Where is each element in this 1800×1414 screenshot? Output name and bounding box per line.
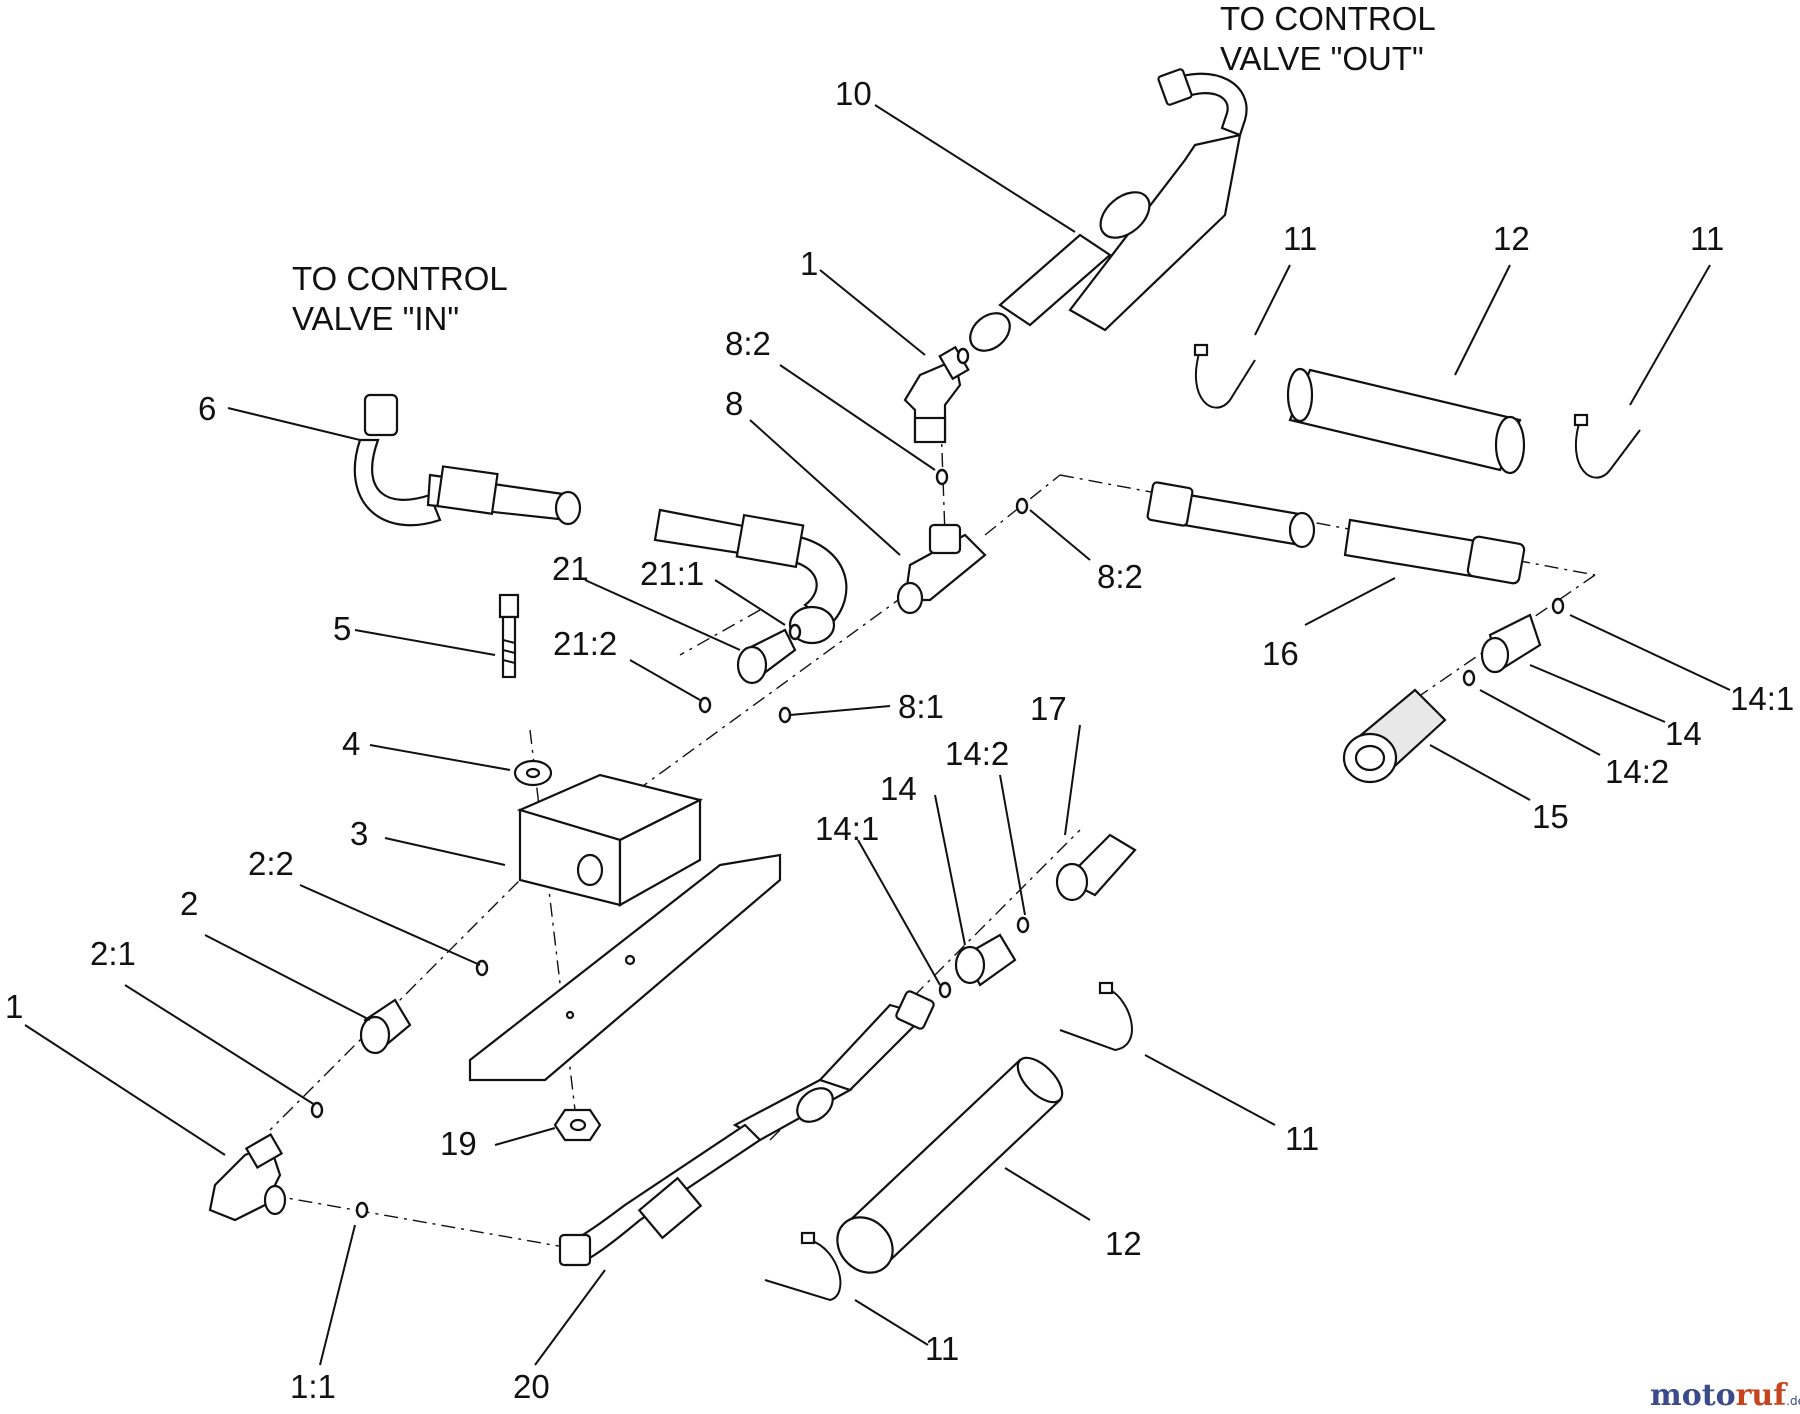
heading-out-line2: VALVE "OUT" [1220,40,1424,77]
heading-in-line2: VALVE "IN" [292,300,459,337]
clip-11-lower-middle [1059,981,1133,1052]
callout-label: 1 [800,245,818,282]
mounting-plate [468,853,782,1082]
manifold-block-3 [516,773,704,907]
assembly-centerlines [269,394,1596,1249]
elbow-fitting-1-lower [208,1132,369,1222]
callout-label: 2:2 [248,845,294,882]
callout-label: 8 [725,385,743,422]
leader-lines [24,104,1731,1366]
watermark-part2: ruf [1736,1378,1789,1413]
callout-label: 21:1 [640,555,704,592]
callout-label: 5 [333,610,351,647]
callout-label: 14:1 [815,810,879,847]
callout-label: 1 [5,988,23,1025]
callout-label: 14:2 [945,735,1009,772]
cap-15 [1342,688,1447,784]
heading-out-line1: TO CONTROL [1220,0,1436,37]
callout-label: 2:1 [90,935,136,972]
nut-19 [553,1108,602,1142]
hose-20 [558,990,935,1267]
callout-label: 16 [1262,635,1299,672]
callout-label: 12 [1105,1225,1142,1262]
callout-label: 11 [1283,220,1317,257]
svg-text:motoruf.de: motoruf.de [1650,1378,1800,1413]
callout-label: 11 [1690,220,1724,257]
clip-11-lower-left [764,1231,842,1302]
sleeve-12-lower [836,1056,1064,1274]
callout-label: 1:1 [290,1368,336,1405]
callout-label: 11 [1285,1120,1319,1157]
callout-label: 6 [198,390,216,427]
callout-label: 11 [925,1330,959,1367]
hose-6 [353,393,848,645]
watermark-logo: motoruf.de [1650,1378,1800,1413]
callout-label: 10 [835,75,872,112]
fitting-2 [310,959,489,1119]
callout-label: 14 [880,770,917,807]
clip-11-upper-left [1193,343,1256,409]
fitting-14-middle [938,933,1017,999]
callout-label: 8:1 [898,688,944,725]
fitting-17 [1016,833,1137,934]
clip-11-upper-right [1573,413,1641,479]
hose-10 [969,68,1248,352]
callout-label: 8:2 [1097,558,1143,595]
heading-in-line1: TO CONTROL [292,260,508,297]
connector-21 [698,623,802,724]
hose-16 [1146,481,1526,585]
callout-label: 21:2 [553,625,617,662]
watermark-part1: moto [1650,1378,1736,1413]
callout-label: 8:2 [725,325,771,362]
callout-label: 21 [552,550,589,587]
callout-label: 4 [342,725,360,762]
tee-fitting-8 [896,468,1029,615]
bolt-5 [498,593,520,679]
fitting-14-right [1462,597,1565,687]
callout-label: 14 [1665,715,1702,752]
callout-labels: 10 1 11 12 11 8:2 8 6 8:2 21 21:1 5 21:2… [5,75,1794,1405]
callout-label: 2 [180,885,198,922]
callout-label: 17 [1030,690,1067,727]
elbow-fitting-1-upper [903,345,970,444]
callout-label: 20 [513,1368,550,1405]
callout-label: 19 [440,1125,477,1162]
callout-label: 15 [1532,798,1569,835]
sleeve-12-upper [1286,367,1526,475]
watermark-suffix: .de [1786,1394,1800,1408]
callout-label: 12 [1493,220,1530,257]
callout-label: 14:2 [1605,753,1669,790]
callout-label: 3 [350,815,368,852]
callout-label: 14:1 [1730,680,1794,717]
washer-4 [513,759,553,787]
